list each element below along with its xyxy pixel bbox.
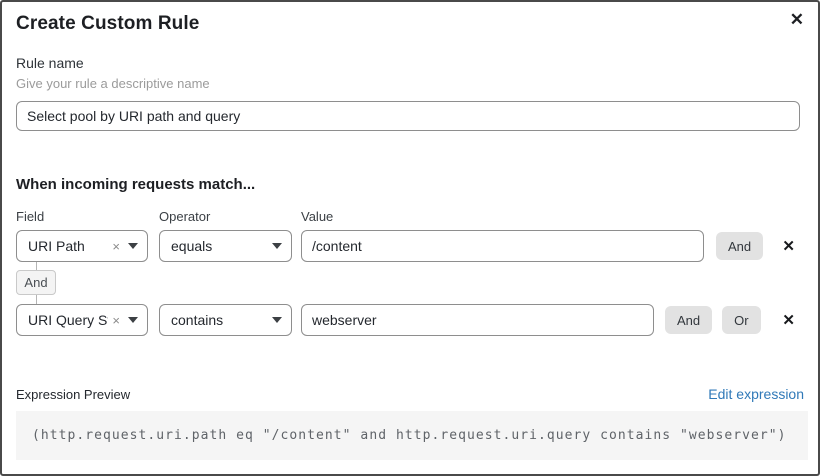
operator-column-label: Operator	[159, 209, 211, 224]
chevron-down-icon	[272, 243, 282, 249]
rule-name-input[interactable]	[16, 101, 800, 131]
clear-icon[interactable]: ×	[112, 312, 120, 328]
field-select[interactable]: URI Path ×	[16, 230, 148, 262]
expression-code: (http.request.uri.path eq "/content" and…	[16, 411, 808, 460]
operator-select-value: equals	[171, 238, 213, 254]
and-button[interactable]: And	[716, 232, 764, 260]
edit-expression-link[interactable]: Edit expression	[708, 386, 804, 402]
rule-name-label: Rule name	[16, 55, 84, 71]
value-input[interactable]	[301, 230, 704, 262]
chevron-down-icon	[128, 317, 138, 323]
delete-row-icon[interactable]: ✕	[782, 311, 795, 329]
dialog-title: Create Custom Rule	[16, 13, 200, 34]
operator-select[interactable]: equals	[159, 230, 292, 262]
and-connector-badge[interactable]: And	[16, 270, 56, 295]
rule-name-hint: Give your rule a descriptive name	[16, 76, 210, 91]
field-select-value: URI Query St...	[28, 312, 108, 328]
expression-preview-label: Expression Preview	[16, 386, 131, 402]
expression-header: Expression Preview Edit expression	[16, 386, 804, 402]
connector-line	[35, 262, 37, 270]
field-select-value: URI Path	[28, 238, 85, 254]
chevron-down-icon	[128, 243, 138, 249]
dialog: Create Custom Rule ✕ Rule name Give your…	[2, 2, 818, 460]
value-input[interactable]	[301, 304, 654, 336]
operator-select[interactable]: contains	[159, 304, 292, 336]
match-heading: When incoming requests match...	[16, 176, 256, 193]
field-column-label: Field	[16, 209, 45, 224]
operator-select-value: contains	[171, 312, 224, 328]
condition-row-2: URI Query St... × contains And Or ✕	[16, 304, 804, 336]
column-labels: Field Operator Value	[16, 209, 804, 224]
value-column-label: Value	[301, 209, 334, 224]
close-icon[interactable]: ✕	[789, 10, 804, 29]
delete-row-icon[interactable]: ✕	[782, 237, 795, 255]
clear-icon[interactable]: ×	[112, 238, 120, 254]
chevron-down-icon	[272, 317, 282, 323]
connector-line	[35, 295, 37, 304]
and-button[interactable]: And	[665, 306, 713, 334]
or-button[interactable]: Or	[722, 306, 761, 334]
condition-row-1: URI Path × equals And ✕	[16, 230, 804, 262]
and-connector: And	[16, 262, 56, 304]
field-select[interactable]: URI Query St... ×	[16, 304, 148, 336]
